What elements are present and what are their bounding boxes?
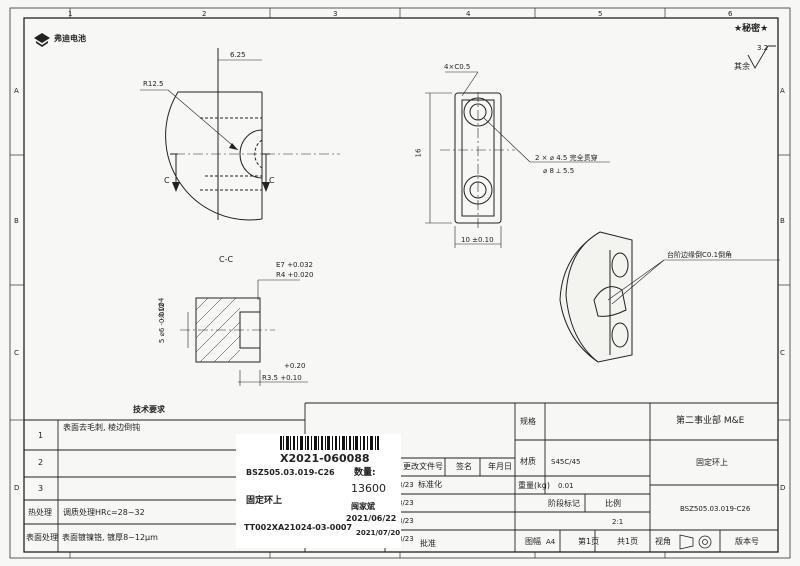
zone-side-b-right: B [780,217,785,225]
width-dim: 10 ±0.10 [461,236,494,244]
hole-callout-1: 2 × ⌀ 4.5 完全贯穿 [535,154,598,162]
section-view [180,279,308,386]
drawing-number: BSZ505.03.019-C26 [680,505,751,513]
tech-req-title: 技术要求 [133,405,165,414]
zone-side-c-right: C [780,349,785,357]
section-vertical-tol2: 5 ⌀6 -0.012 [158,302,167,344]
surface-label: 表面处理 [26,533,58,542]
section-bottom-tol-lower: R3.5 +0.10 [262,374,302,382]
section-title: C-C [219,255,234,264]
sticker-qty-label: 数量: [354,468,376,478]
heat-label: 热处理 [28,508,52,517]
stage-label: 阶段标记 [548,499,580,508]
logo-text: 弗迪电池 [54,34,86,43]
change-sign-header: 签名 [456,462,472,471]
section-mark-left: C [164,176,170,185]
note-1-text: 表面去毛刺, 棱边倒钝 [63,423,141,432]
zone-side-b: B [14,217,19,225]
scale-label: 比例 [605,499,621,508]
secret-mark: ★秘密★ [734,24,769,34]
zone-side-a-right: A [780,87,785,95]
change-date-header: 年月日 [488,462,512,471]
partial-date-3: 3/23 [398,517,414,525]
total-pages-label: 共1页 [617,537,639,546]
sticker-date-2: 2021/07/20 [356,529,401,537]
change-file-header: 更改文件号 [403,462,443,471]
note-1-num: 1 [38,431,44,440]
front-radius-dim: R12.5 [143,80,164,88]
zone-side-c: C [14,349,19,357]
partial-date-4: 3/23 [398,535,414,543]
zone-side-d-right: D [780,484,786,492]
sticker-qty-value: 13600 [351,482,386,495]
sticker-code: X2021-060088 [280,452,370,465]
chamfer-note: 4×C0.5 [444,63,471,71]
barcode [280,436,379,450]
zone-top-5: 5 [598,10,603,18]
partial-date-2: 3/23 [398,499,414,507]
paper-value: A4 [546,538,556,546]
standardize-label: 标准化 [418,480,442,489]
weight-label: 重量(kg) [518,481,550,490]
note-3-num: 3 [38,484,44,493]
material-label: 材质 [520,457,536,466]
weight-value: 0.01 [558,482,574,490]
zone-top-4: 4 [466,10,471,18]
front-width-dim: 6.25 [230,51,246,59]
section-tol-lower: R4 +0.020 [276,271,314,279]
section-tol-upper: E7 +0.032 [276,261,314,269]
view-angle-label: 视角 [655,537,671,546]
roughness-symbol [747,45,776,69]
sticker-part-no: BSZ505.03.019-C26 [246,468,335,477]
heat-value: 调质处理HRc=28~32 [63,508,145,517]
front-view [140,48,340,221]
surface-value: 表面镀镍铬, 镀厚8~12μm [62,533,158,542]
approve-label: 批准 [420,539,436,548]
logo-mark [34,33,50,47]
sticker-order-no: TT002XA21024-03-0007 [244,523,353,532]
iso-chamfer-note: 台阶边缘倒C0.1倒角 [667,251,733,259]
side-view [425,71,610,248]
iso-view [559,231,780,363]
zone-top-3: 3 [333,10,338,18]
part-name: 固定环上 [696,458,728,467]
sticker-part-name: 固定环上 [246,496,283,506]
zone-top-2: 2 [202,10,207,18]
sticker-vendor: 闽家斌 [351,502,375,511]
department: 第二事业部 M&E [676,416,745,426]
zone-side-a: A [14,87,19,95]
roughness-value: 3.2 [757,44,769,52]
roughness-rest-label: 其余 [734,62,750,71]
zone-top-1: 1 [68,10,73,18]
partial-date-1: 3/23 [398,481,414,489]
zone-top-6: 6 [728,10,733,18]
material-value: S45C/45 [551,458,581,466]
sticker-date-1: 2021/06/22 [346,514,397,523]
paper-label: 图幅 [525,537,541,546]
hole-callout-2: ⌀ 8 ⟂ 5.5 [543,167,575,175]
section-mark-right: C [269,176,275,185]
inventory-sticker: X2021-060088 BSZ505.03.019-C26 数量: 13600… [236,434,401,548]
spec-label: 规格 [520,417,536,426]
version-label: 版本号 [735,537,759,546]
note-2-num: 2 [38,458,44,467]
page-label: 第1页 [578,537,600,546]
zone-side-d: D [14,484,20,492]
height-dim: 16 [414,148,423,158]
projection-symbol [679,534,712,550]
section-bottom-tol-upper: +0.20 [284,362,306,370]
scale-value: 2:1 [612,518,624,526]
